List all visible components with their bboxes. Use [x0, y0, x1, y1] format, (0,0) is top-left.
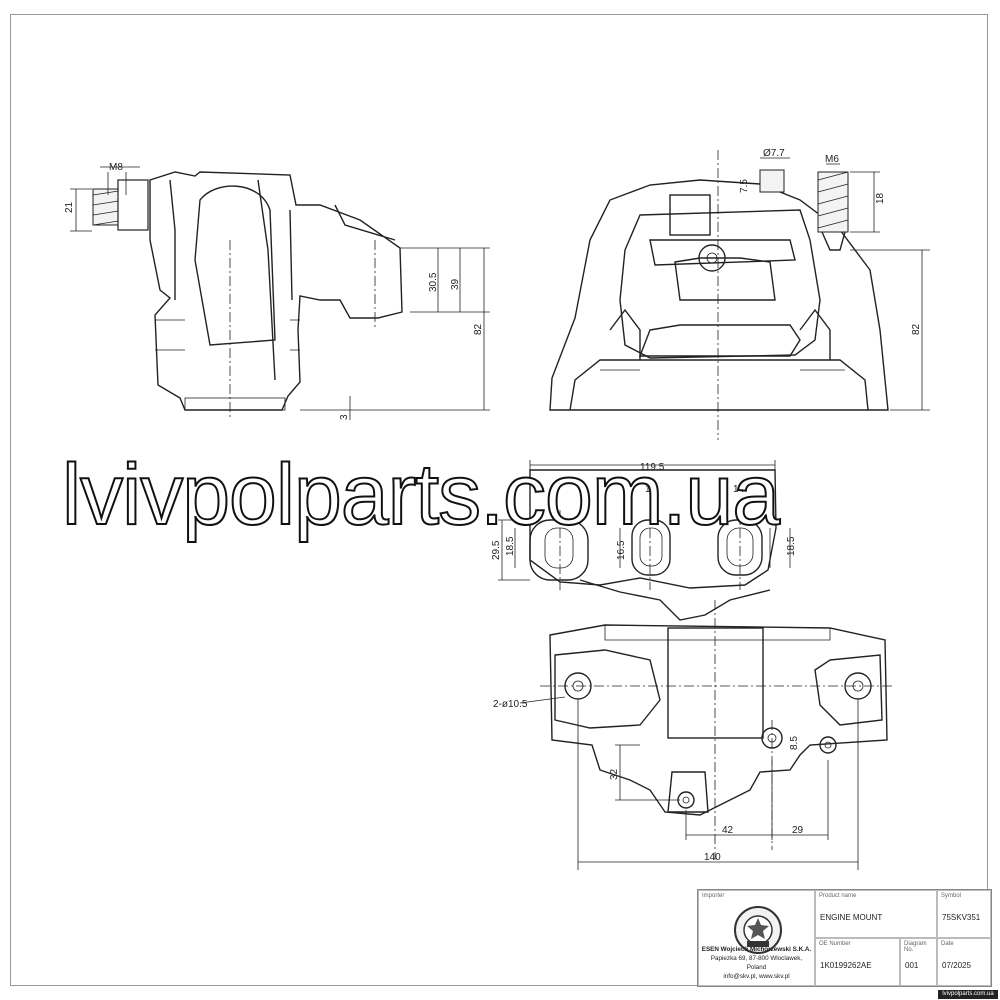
dim-top-119-5: 119.5	[640, 462, 665, 473]
oe-number: 1K0199262AE	[820, 961, 872, 970]
dim-thread-m8: M8	[109, 162, 123, 173]
dim-side-3: 3	[339, 414, 350, 420]
product-name: ENGINE MOUNT	[820, 913, 883, 922]
importer-cell: Importer ESEN Wojciech Michorzewski S.K.…	[698, 890, 815, 986]
dim-side-30-5: 30.5	[428, 272, 439, 292]
date-cell: Date 07/2025	[937, 938, 991, 986]
dim-side-39: 39	[450, 278, 461, 290]
oe-number-cell: OE Number 1K0199262AE	[815, 938, 900, 986]
dim-hole-7-7: Ø7.7	[763, 148, 785, 159]
dim-bottom-8-5: 8.5	[789, 736, 800, 750]
dim-front-82: 82	[911, 323, 922, 335]
oe-label: OE Number	[819, 941, 851, 947]
product-name-cell: Product name ENGINE MOUNT	[815, 890, 937, 938]
top-view: 119.5 11 14 29.5 18.5 16.5 18.5	[491, 460, 797, 621]
dim-top-11: 11	[645, 484, 656, 495]
watermark-text: lvivpolparts.com.ua	[61, 446, 781, 544]
symbol-value: 75SKV351	[942, 913, 981, 922]
diagram-no-cell: Diagram No. 001	[900, 938, 937, 986]
dim-side-21: 21	[64, 201, 75, 213]
dim-front-7-5: 7.5	[739, 179, 750, 193]
drawing-frame	[10, 14, 988, 986]
symbol-label: Symbol	[941, 893, 962, 899]
diagram-label: Diagram No.	[904, 941, 927, 953]
symbol-cell: Symbol 75SKV351	[937, 890, 991, 938]
importer-contact: info@skv.pl, www.skv.pl	[723, 973, 790, 980]
diagram-no: 001	[905, 961, 919, 970]
date-label: Date	[941, 941, 954, 947]
dim-top-29-5: 29.5	[491, 540, 502, 560]
importer-label: Importer	[702, 893, 725, 899]
dim-bottom-42: 42	[722, 825, 734, 836]
dim-side-82: 82	[473, 323, 484, 335]
importer-name: ESEN Wojciech Michorzewski S.K.A.	[701, 946, 812, 953]
importer-info: ESEN Wojciech Michorzewski S.K.A. Papiez…	[701, 945, 812, 981]
skv-logo	[734, 906, 782, 954]
title-block: Importer ESEN Wojciech Michorzewski S.K.…	[697, 889, 992, 987]
dim-front-18: 18	[875, 192, 886, 204]
dim-bottom-29: 29	[792, 825, 804, 836]
date-value: 07/2025	[942, 961, 971, 970]
dim-top-16-5: 16.5	[616, 540, 627, 560]
footer-url: lvivpolparts.com.ua	[938, 990, 998, 999]
dim-top-18-5-a: 18.5	[505, 536, 516, 556]
dim-top-18-5-b: 18.5	[786, 536, 797, 556]
dim-bottom-32: 32	[609, 768, 620, 780]
dim-bottom-holes: 2-ø10.5	[493, 699, 528, 710]
dim-bottom-140: 140	[704, 852, 721, 863]
product-name-label: Product name	[819, 893, 857, 899]
dim-thread-m6: M6	[825, 154, 839, 165]
importer-address: Papiezka 69, 87-800 Wloclawek, Poland	[710, 955, 803, 971]
side-view: M8 21 30.5 39 82 3	[64, 162, 490, 420]
dim-top-14: 14	[733, 484, 745, 495]
bottom-view: 2-ø10.5 8.5 32 42 29 140	[493, 600, 895, 870]
front-view: Ø7.7 M6 7.5 18 82	[549, 148, 930, 440]
